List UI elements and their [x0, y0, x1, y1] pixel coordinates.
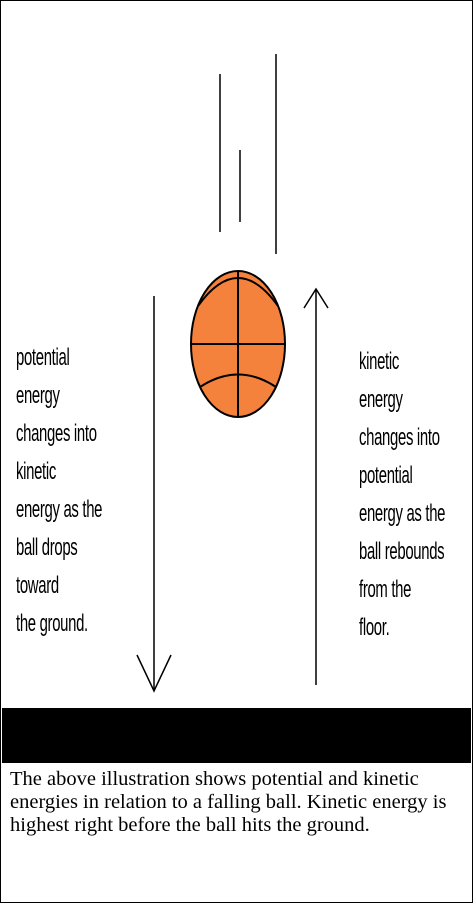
left-energy-description: potential energy changes into kinetic en… — [16, 339, 102, 643]
right-text-line: energy — [359, 381, 445, 419]
down-arrow-icon — [137, 296, 171, 691]
left-text-line: ball drops — [16, 529, 102, 567]
up-arrow-icon — [304, 289, 328, 685]
left-text-line: energy as the — [16, 491, 102, 529]
basketball-icon — [191, 271, 285, 417]
left-text-line: kinetic — [16, 453, 102, 491]
right-energy-description: kinetic energy changes into potential en… — [359, 343, 445, 647]
ground-bar — [2, 708, 471, 763]
right-text-line: floor. — [359, 609, 445, 647]
left-text-line: the ground. — [16, 605, 102, 643]
right-text-line: kinetic — [359, 343, 445, 381]
right-text-line: ball rebounds — [359, 533, 445, 571]
right-text-line: potential — [359, 457, 445, 495]
left-text-line: potential — [16, 339, 102, 377]
figure-illustration: potential energy changes into kinetic en… — [2, 2, 471, 747]
left-text-line: changes into — [16, 415, 102, 453]
left-text-line: energy — [16, 377, 102, 415]
right-text-line: from the — [359, 571, 445, 609]
figure-caption: The above illustration shows potential a… — [10, 768, 465, 837]
left-text-line: toward — [16, 567, 102, 605]
right-text-line: changes into — [359, 419, 445, 457]
right-text-line: energy as the — [359, 495, 445, 533]
